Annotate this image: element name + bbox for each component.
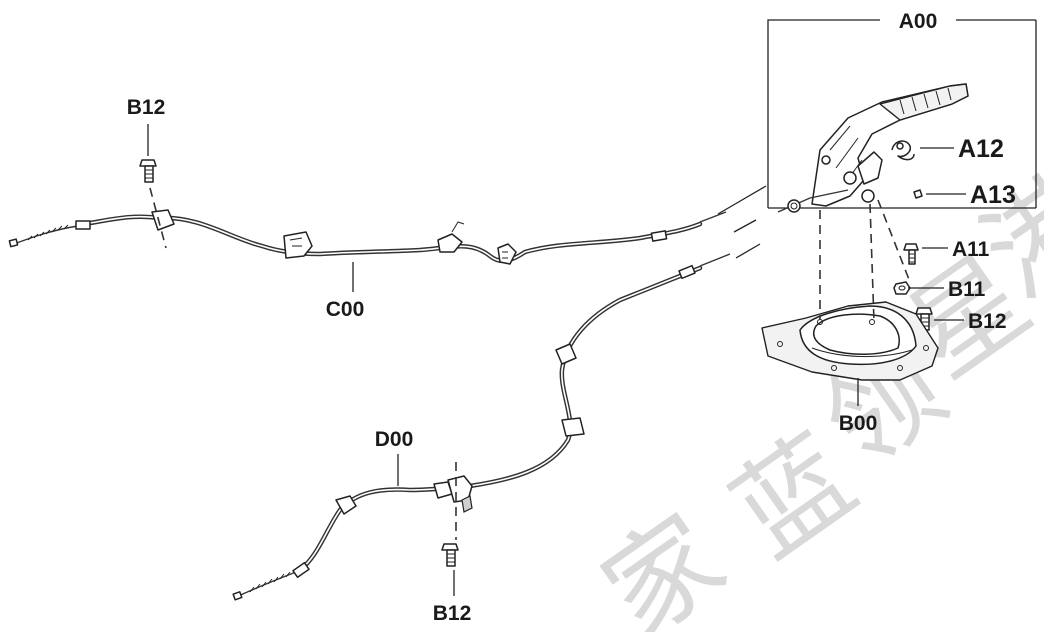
bolt-a11 xyxy=(903,243,919,265)
spring-clip-a12 xyxy=(891,140,915,161)
a00-bracket xyxy=(767,19,1037,209)
nut-b11 xyxy=(893,281,911,295)
watermark: 家 蓝 领 星 港 xyxy=(581,151,1044,632)
cable-c00 xyxy=(8,209,727,265)
label-b11: B11 xyxy=(948,278,986,301)
callout-labels: A00 A12 A13 A11 B11 B12 B00 B12 C00 D00 … xyxy=(127,10,1016,625)
label-b12-bottom: B12 xyxy=(433,602,472,625)
label-c00: C00 xyxy=(326,298,365,321)
watermark-glyph: 家 xyxy=(581,491,747,632)
label-b12-top-left: B12 xyxy=(127,96,166,119)
cable-d00 xyxy=(232,253,731,601)
label-b00: B00 xyxy=(839,412,878,435)
label-a13: A13 xyxy=(970,181,1016,209)
bolt-b12-top-left xyxy=(139,159,157,183)
assembly-guide-lines xyxy=(149,187,911,540)
screw-a13 xyxy=(913,189,923,199)
label-a11: A11 xyxy=(952,238,990,261)
label-b12-right: B12 xyxy=(968,310,1007,333)
label-d00: D00 xyxy=(375,428,414,451)
label-a00: A00 xyxy=(899,10,938,33)
label-a12: A12 xyxy=(958,135,1004,163)
bolt-b12-bottom xyxy=(441,543,459,567)
leader-lines xyxy=(147,124,966,596)
parking-brake-lever xyxy=(777,83,969,213)
cable-break-markers xyxy=(717,185,767,259)
console-boot-b00 xyxy=(761,301,939,381)
